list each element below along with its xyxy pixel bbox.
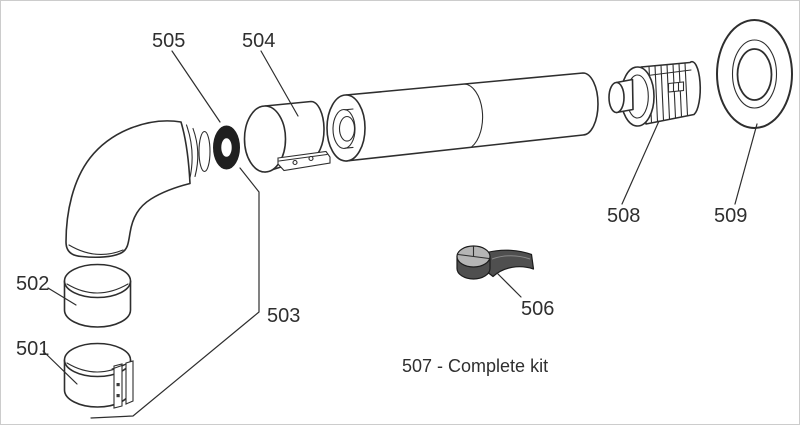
terminal-508-stub-face [608, 81, 625, 114]
terminal-508-clip-lines [672, 81, 680, 93]
elbow-bottom-lip [68, 244, 124, 256]
tube-inner-bore [338, 115, 356, 142]
part-501-clamp-ring [63, 342, 134, 409]
part-505-gasket [213, 125, 240, 170]
label-505: 505 [152, 30, 185, 52]
tube-inner-wall-top [344, 108, 354, 111]
tape-506-strip-streak [491, 255, 531, 260]
clamp-501-bracket-back [125, 360, 134, 405]
clamp-501-bracket-fold [111, 363, 127, 370]
clamp-501-hole-1 [116, 383, 120, 387]
part-504-collar [243, 100, 331, 173]
label-501: 501 [16, 338, 49, 360]
leader-501 [42, 350, 78, 385]
label-506: 506 [521, 298, 554, 320]
terminal-508-clip [667, 81, 685, 93]
wall-ring-509-inner [736, 48, 773, 101]
concentric-tube [326, 72, 599, 162]
leader-lines [42, 50, 758, 419]
label-504: 504 [242, 30, 275, 52]
tape-506-strip [485, 249, 535, 278]
part-506-tape-roll [456, 245, 535, 280]
elbow-outlet-rib-2 [192, 127, 199, 178]
collar-504-strap-hole-1 [292, 159, 298, 166]
leader-503 [90, 167, 260, 419]
part-labels: 505 504 502 501 503 506 508 509 [16, 30, 747, 360]
wall-ring-509-middle [731, 39, 778, 109]
part-508-terminal [608, 60, 702, 127]
elbow-pipe [65, 120, 211, 259]
gasket-505-bore [221, 138, 232, 157]
leader-506 [496, 272, 522, 298]
elbow-outlet-rib-1 [185, 124, 193, 181]
tube-body [345, 72, 599, 162]
ring-502-top [63, 263, 132, 299]
clamp-501-hole-2 [116, 394, 120, 398]
elbow-outlet-mouth [198, 130, 211, 173]
label-503: 503 [267, 305, 300, 327]
wall-ring-509-outer [716, 19, 793, 129]
elbow-body [65, 120, 191, 259]
label-509: 509 [714, 205, 747, 227]
label-508: 508 [607, 205, 640, 227]
ring-502-inner-lip [66, 283, 129, 294]
part-509-wall-ring [716, 19, 793, 129]
complete-kit-caption: 507 - Complete kit [402, 356, 548, 376]
collar-504-face [243, 105, 287, 173]
tube-inner-wall-bottom [344, 146, 354, 149]
collar-504-strap-bend [278, 153, 328, 162]
leader-502 [47, 287, 77, 306]
collar-504-strap-hole-2 [308, 155, 314, 162]
tube-seam [463, 83, 484, 148]
leader-509 [734, 123, 758, 205]
leader-504 [260, 50, 299, 117]
part-502-ring [63, 263, 132, 328]
leader-508 [621, 120, 660, 205]
leader-505 [171, 50, 221, 123]
label-502: 502 [16, 273, 49, 295]
